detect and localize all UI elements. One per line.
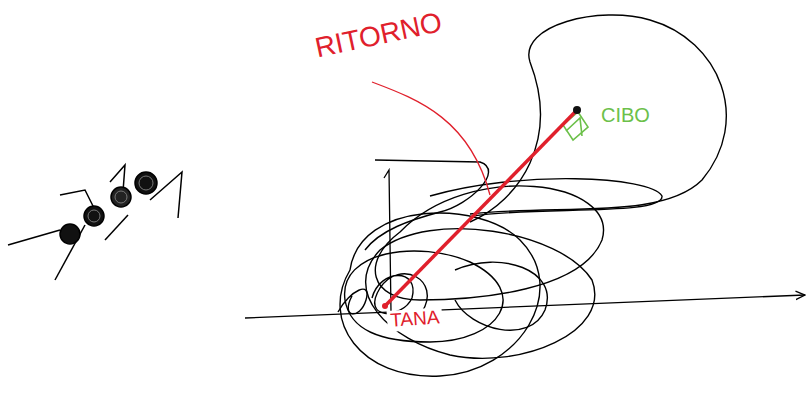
ant-body bbox=[60, 224, 80, 244]
path-loop bbox=[430, 179, 662, 216]
path-loop bbox=[338, 289, 367, 314]
food-point bbox=[573, 106, 581, 114]
ant-leg bbox=[8, 230, 60, 245]
target-label: CIBO bbox=[598, 104, 653, 126]
ant-spiral bbox=[139, 176, 153, 190]
return-vector bbox=[385, 110, 577, 306]
search-path bbox=[338, 15, 726, 376]
callout-label: RITORNO bbox=[310, 7, 448, 65]
ant-head bbox=[135, 172, 157, 194]
food-marker bbox=[563, 112, 588, 140]
food-square bbox=[563, 112, 588, 140]
ant-spiral bbox=[115, 191, 127, 203]
nest-point bbox=[382, 303, 388, 309]
path-loop bbox=[366, 229, 595, 359]
path-loop bbox=[372, 274, 427, 314]
x-axis bbox=[245, 295, 805, 318]
ant-body bbox=[84, 206, 104, 226]
path-loop bbox=[455, 262, 547, 330]
ant-leg bbox=[55, 225, 85, 280]
path-loop bbox=[365, 160, 489, 250]
ant-sketch bbox=[8, 165, 182, 280]
ant-body bbox=[111, 187, 131, 207]
leader-line bbox=[372, 82, 490, 195]
ant-leg bbox=[105, 215, 128, 240]
path-loop bbox=[470, 15, 726, 222]
ant-spiral bbox=[88, 210, 100, 222]
origin-label: TANA bbox=[387, 307, 444, 332]
